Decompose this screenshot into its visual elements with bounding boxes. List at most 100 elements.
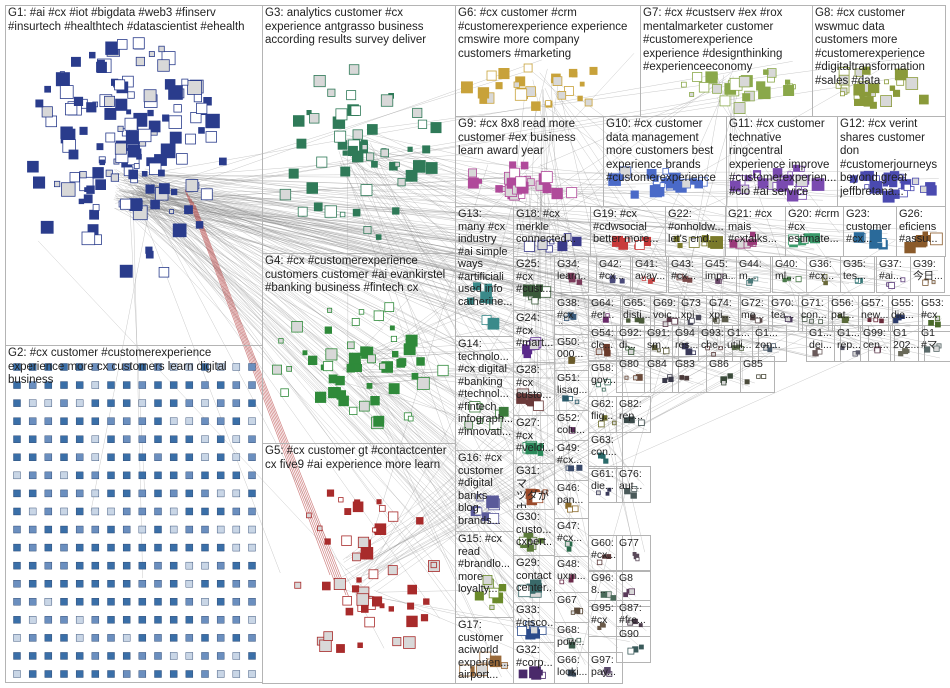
node-g11-21 bbox=[755, 172, 760, 177]
node-g16-0 bbox=[477, 495, 484, 502]
node-g2-44 bbox=[202, 400, 209, 407]
node-g3-8 bbox=[341, 167, 350, 176]
node-g11-17 bbox=[746, 176, 751, 181]
node-g10-20 bbox=[617, 175, 623, 181]
node-g2-58 bbox=[170, 418, 177, 425]
node-g6-22 bbox=[569, 69, 577, 77]
node-g30-5 bbox=[539, 538, 544, 543]
node-g5-19 bbox=[357, 578, 362, 583]
node-g25-5 bbox=[536, 285, 542, 291]
node-g39-1 bbox=[923, 280, 928, 285]
node-g44-1 bbox=[754, 277, 758, 281]
node-g20-4 bbox=[789, 235, 799, 245]
node-g1-66 bbox=[90, 210, 99, 219]
node-g2-282 bbox=[170, 671, 177, 678]
node-g93-0 bbox=[706, 346, 710, 350]
node-g18-5 bbox=[550, 240, 554, 244]
node-g2-177 bbox=[29, 562, 36, 569]
node-g61-2 bbox=[597, 491, 601, 495]
node-g12-17 bbox=[864, 171, 873, 180]
node-g12-8 bbox=[883, 182, 887, 186]
node-g10-11 bbox=[631, 191, 638, 198]
node-g4-35 bbox=[336, 376, 345, 385]
node-g2-9 bbox=[155, 364, 162, 371]
node-g2-20 bbox=[76, 382, 83, 389]
node-g5-42 bbox=[357, 594, 369, 606]
node-g2-76 bbox=[202, 436, 209, 443]
node-g2-179 bbox=[61, 562, 68, 569]
node-g28-6 bbox=[517, 394, 527, 404]
node-g29-6 bbox=[519, 585, 531, 597]
node-g2-233 bbox=[155, 616, 162, 623]
node-g95-1 bbox=[602, 624, 605, 627]
node-g2-198 bbox=[108, 580, 115, 587]
node-g27-3 bbox=[538, 451, 543, 456]
node-g2-140 bbox=[202, 508, 209, 515]
node-g5-25 bbox=[358, 643, 363, 648]
node-g21-6 bbox=[750, 232, 755, 237]
node-g13-4 bbox=[473, 283, 480, 290]
node-g2-73 bbox=[155, 436, 162, 443]
node-g2-143 bbox=[249, 508, 256, 515]
node-g94-1 bbox=[692, 351, 696, 355]
node-g62-2 bbox=[613, 421, 617, 425]
node-g4-2 bbox=[359, 401, 369, 411]
node-g16-2 bbox=[475, 508, 482, 515]
node-g2-28 bbox=[202, 382, 209, 389]
node-g38-1 bbox=[571, 314, 576, 319]
node-g3-51 bbox=[293, 116, 304, 127]
node-g1-92 bbox=[106, 42, 119, 55]
node-g14-3 bbox=[477, 403, 482, 408]
node-g2-89 bbox=[155, 454, 162, 461]
node-g45-2 bbox=[718, 274, 723, 279]
node-g42-1 bbox=[610, 278, 615, 283]
node-g87-2 bbox=[633, 619, 638, 624]
node-g30-6 bbox=[531, 537, 537, 543]
node-g31-3 bbox=[543, 490, 547, 494]
node-g3-30 bbox=[361, 185, 372, 196]
node-g103-2 bbox=[856, 351, 860, 355]
node-g2-38 bbox=[108, 400, 115, 407]
node-g2-59 bbox=[186, 418, 193, 425]
node-g1-126 bbox=[97, 144, 103, 150]
node-g2-36 bbox=[76, 400, 83, 407]
node-g2-50 bbox=[45, 418, 52, 425]
node-g2-11 bbox=[186, 364, 193, 371]
node-g57-2 bbox=[868, 319, 871, 322]
node-g2-64 bbox=[14, 436, 21, 443]
node-g23-6 bbox=[854, 233, 864, 243]
node-g5-49 bbox=[334, 578, 345, 589]
node-g5-31 bbox=[365, 617, 375, 627]
node-g2-23 bbox=[123, 382, 130, 389]
node-g21-4 bbox=[730, 240, 737, 247]
node-g1-33 bbox=[201, 189, 212, 200]
node-g2-218 bbox=[170, 598, 177, 605]
node-g64-2 bbox=[603, 317, 608, 322]
node-g2-99 bbox=[61, 472, 68, 479]
node-g18-0 bbox=[573, 237, 582, 246]
node-g71-2 bbox=[819, 320, 823, 324]
node-g2-130 bbox=[45, 508, 52, 515]
node-g40-0 bbox=[796, 277, 801, 282]
node-g11-3 bbox=[740, 185, 749, 194]
node-g3-32 bbox=[423, 146, 430, 153]
node-g61-1 bbox=[606, 492, 609, 495]
node-g2-238 bbox=[233, 616, 240, 623]
node-g13-6 bbox=[481, 292, 492, 303]
node-g10-23 bbox=[682, 179, 691, 188]
node-g2-72 bbox=[139, 436, 146, 443]
node-g4-13 bbox=[281, 389, 289, 397]
node-g4-10 bbox=[287, 366, 292, 371]
node-g1-116 bbox=[139, 129, 152, 142]
node-g1-103 bbox=[87, 103, 96, 112]
node-g9-11 bbox=[543, 185, 551, 193]
node-g61-0 bbox=[608, 488, 611, 491]
node-g2-153 bbox=[155, 526, 162, 533]
node-g2-92 bbox=[202, 454, 209, 461]
node-g1-127 bbox=[82, 232, 95, 245]
node-g7-9 bbox=[713, 84, 722, 93]
node-g2-219 bbox=[186, 598, 193, 605]
node-g94-2 bbox=[682, 343, 688, 349]
node-g4-48 bbox=[438, 365, 448, 375]
node-g99-2 bbox=[875, 348, 880, 353]
